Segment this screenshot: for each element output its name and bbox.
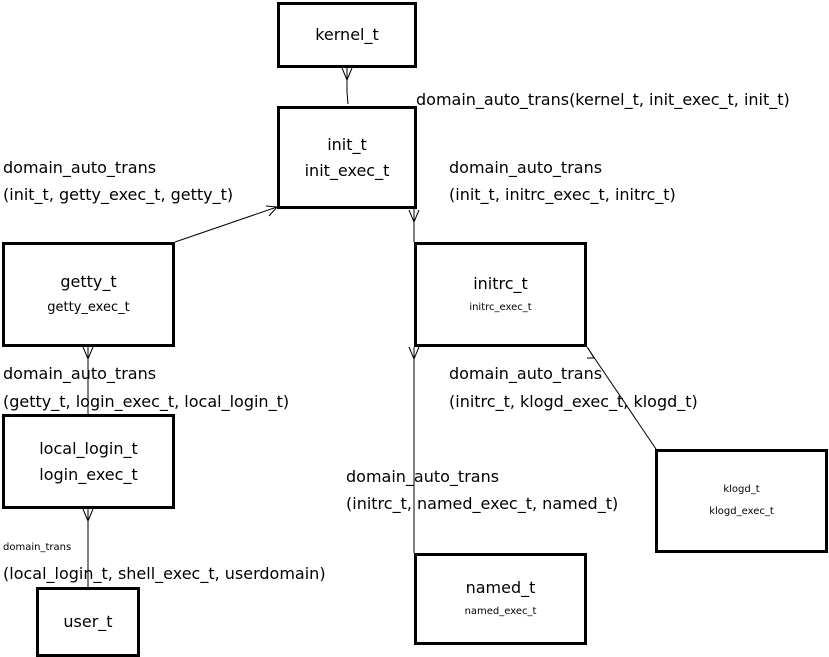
node-user-name: user_t xyxy=(63,612,113,631)
node-local-login: local_login_t login_exec_t xyxy=(2,414,175,509)
node-getty-name: getty_t xyxy=(60,271,117,291)
node-kernel-name: kernel_t xyxy=(315,25,379,44)
arrowhead-getty-login xyxy=(82,346,94,361)
node-klogd-name: klogd_t xyxy=(723,484,760,495)
edge-label-init-initrc-2: (init_t, initrc_exec_t, initrc_t) xyxy=(449,185,676,204)
edge-label-initrc-named-1: domain_auto_trans xyxy=(346,467,500,486)
edge-label-init-getty-1: domain_auto_trans xyxy=(3,158,157,177)
edge-label-login-user-2: (local_login_t, shell_exec_t, userdomain… xyxy=(3,564,326,583)
edge-label-init-getty-2: (init_t, getty_exec_t, getty_t) xyxy=(3,185,234,204)
arrowhead-init-initrc xyxy=(408,209,420,224)
edge-label-login-user-1: domain_trans xyxy=(3,542,72,553)
node-local-login-name: local_login_t xyxy=(39,438,138,458)
edge-label-getty-login-1: domain_auto_trans xyxy=(3,364,157,383)
edge-label-init-initrc-1: domain_auto_trans xyxy=(449,158,603,177)
node-klogd: klogd_t klogd_exec_t xyxy=(655,449,828,553)
node-initrc-exec: initrc_exec_t xyxy=(469,301,532,313)
arrowhead-login-user xyxy=(82,508,94,523)
node-named: named_t named_exec_t xyxy=(414,553,587,645)
node-init: init_t init_exec_t xyxy=(277,106,417,209)
edge-label-initrc-klogd-2: (initrc_t, klogd_exec_t, klogd_t) xyxy=(449,392,698,411)
edge-label-kernel-init: domain_auto_trans(kernel_t, init_exec_t,… xyxy=(416,90,790,109)
edge-label-getty-login-2: (getty_t, login_exec_t, local_login_t) xyxy=(3,392,290,411)
node-local-login-exec: login_exec_t xyxy=(39,464,138,484)
node-getty: getty_t getty_exec_t xyxy=(2,242,175,347)
edge-kernel-init xyxy=(346,68,349,105)
arrowhead-initrc-klogd xyxy=(587,347,595,359)
node-getty-exec: getty_exec_t xyxy=(47,299,130,315)
node-klogd-exec: klogd_exec_t xyxy=(709,506,774,517)
edge-label-initrc-klogd-1: domain_auto_trans xyxy=(449,364,603,383)
node-kernel: kernel_t xyxy=(277,2,417,68)
node-init-name: init_t xyxy=(327,134,367,154)
node-user: user_t xyxy=(36,587,140,657)
arrowhead-kernel-init xyxy=(341,67,353,82)
node-initrc: initrc_t initrc_exec_t xyxy=(414,242,587,347)
edge-label-initrc-named-2: (initrc_t, named_exec_t, named_t) xyxy=(346,494,619,513)
edge-initrc-klogd xyxy=(586,346,657,450)
edge-init-getty xyxy=(174,206,278,243)
arrowhead-initrc-named xyxy=(408,346,420,361)
node-named-exec: named_exec_t xyxy=(464,606,537,617)
node-initrc-name: initrc_t xyxy=(473,273,528,293)
node-init-exec: init_exec_t xyxy=(304,160,390,180)
node-named-name: named_t xyxy=(465,578,536,597)
